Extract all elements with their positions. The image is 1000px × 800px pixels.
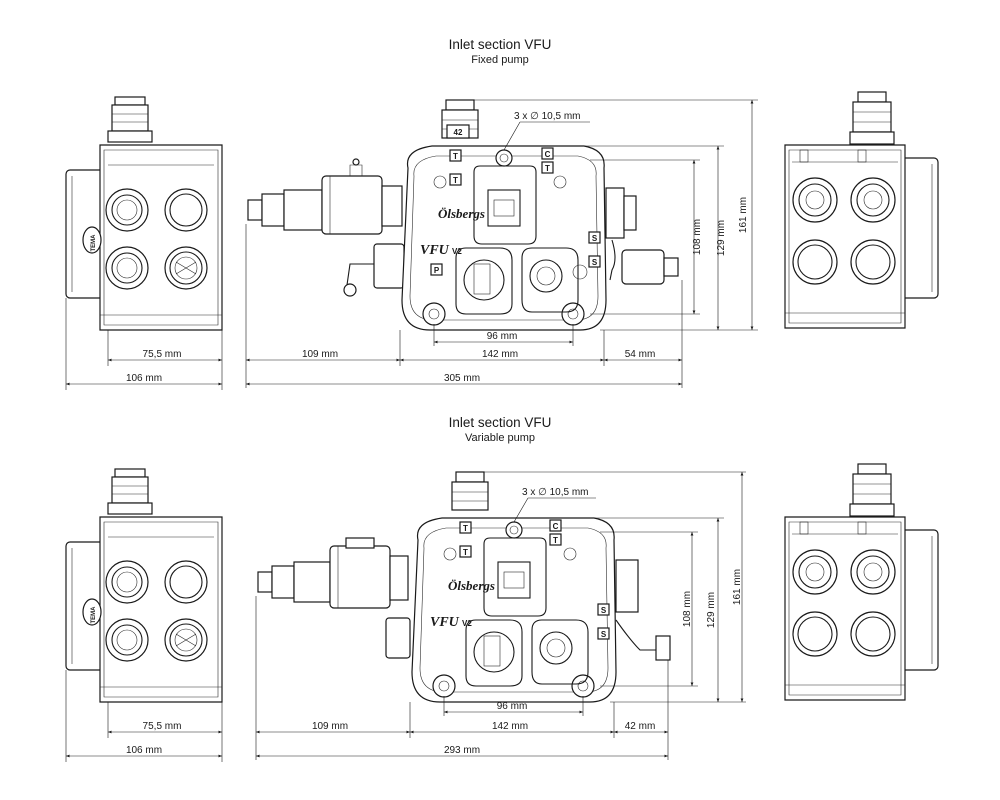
port-label-fixed-2: T: [453, 176, 458, 185]
port-label-fixed-5: P: [434, 266, 440, 275]
dim-108-variable: 108 mm: [682, 591, 693, 627]
port-label-fixed-6: S: [592, 234, 598, 243]
front-view-fixed: 42: [247, 99, 679, 331]
dim-129-variable: 129 mm: [706, 592, 717, 628]
dim-142-variable: 142 mm: [492, 721, 528, 732]
port-label-variable-5: S: [601, 606, 607, 615]
model-suffix-variable: V2: [462, 619, 472, 628]
dimensions-variable: 3 x ∅ 10,5 mm 108 mm 129 mm 161 mm 96 mm…: [65, 471, 746, 762]
dim-75-5-fixed: 75,5 mm: [143, 349, 182, 360]
dim-96-variable: 96 mm: [497, 701, 528, 712]
section-subtitle-fixed: Fixed pump: [471, 54, 529, 66]
dim-108-fixed: 108 mm: [692, 219, 703, 255]
left-side-view-fixed: [65, 96, 223, 331]
title-block-variable: Inlet section VFU Variable pump: [0, 414, 1000, 445]
dim-right-fixed: 54 mm: [625, 349, 656, 360]
port-label-fixed-7: S: [592, 258, 598, 267]
model-suffix-fixed: V2: [452, 247, 462, 256]
right-side-view-fixed: [784, 91, 939, 329]
brand-logo-variable: Ölsbergs: [448, 578, 495, 593]
port-label-variable-2: T: [463, 548, 468, 557]
dim-109-fixed: 109 mm: [302, 349, 338, 360]
dim-96-fixed: 96 mm: [487, 331, 518, 342]
left-side-view-variable: [65, 468, 223, 703]
dimensions-fixed: 3 x ∅ 10,5 mm 108 mm 129 mm 161 mm 96 mm…: [65, 99, 758, 390]
section-title-fixed: Inlet section VFU: [448, 37, 552, 52]
dim-holes-fixed: 3 x ∅ 10,5 mm: [514, 111, 581, 122]
tema-tag-variable: TEMA: [91, 606, 97, 624]
dim-161-fixed: 161 mm: [738, 197, 749, 233]
port-label-fixed-1: T: [453, 152, 458, 161]
dim-142-fixed: 142 mm: [482, 349, 518, 360]
section-title-variable: Inlet section VFU: [448, 415, 552, 430]
dim-total-fixed: 305 mm: [444, 373, 480, 384]
dim-75-5-variable: 75,5 mm: [143, 721, 182, 732]
port-label-variable-1: T: [463, 524, 468, 533]
dim-129-fixed: 129 mm: [716, 220, 727, 256]
port-label-variable-6: S: [601, 630, 607, 639]
port-label-variable-3: C: [553, 522, 559, 531]
brand-logo-fixed: Ölsbergs: [438, 206, 485, 221]
port-label-variable-4: T: [553, 536, 558, 545]
dim-total-variable: 293 mm: [444, 745, 480, 756]
dim-right-variable: 42 mm: [625, 721, 656, 732]
dim-106-fixed: 106 mm: [126, 373, 162, 384]
dim-161-variable: 161 mm: [732, 569, 743, 605]
tema-tag-fixed: TEMA: [91, 234, 97, 252]
dim-106-variable: 106 mm: [126, 745, 162, 756]
label-42: 42: [454, 128, 463, 137]
model-label-fixed: VFU: [420, 243, 450, 258]
dim-holes-variable: 3 x ∅ 10,5 mm: [522, 487, 589, 498]
port-label-fixed-3: C: [545, 150, 551, 159]
port-label-fixed-4: T: [545, 164, 550, 173]
title-block-fixed: Inlet section VFU Fixed pump: [0, 36, 1000, 67]
section-subtitle-variable: Variable pump: [464, 432, 536, 444]
front-view-variable: Ölsbergs VFU V2 T T C T S S: [257, 471, 671, 703]
model-label-variable: VFU: [430, 615, 460, 630]
dim-109-variable: 109 mm: [312, 721, 348, 732]
right-side-view-variable: [784, 463, 939, 701]
